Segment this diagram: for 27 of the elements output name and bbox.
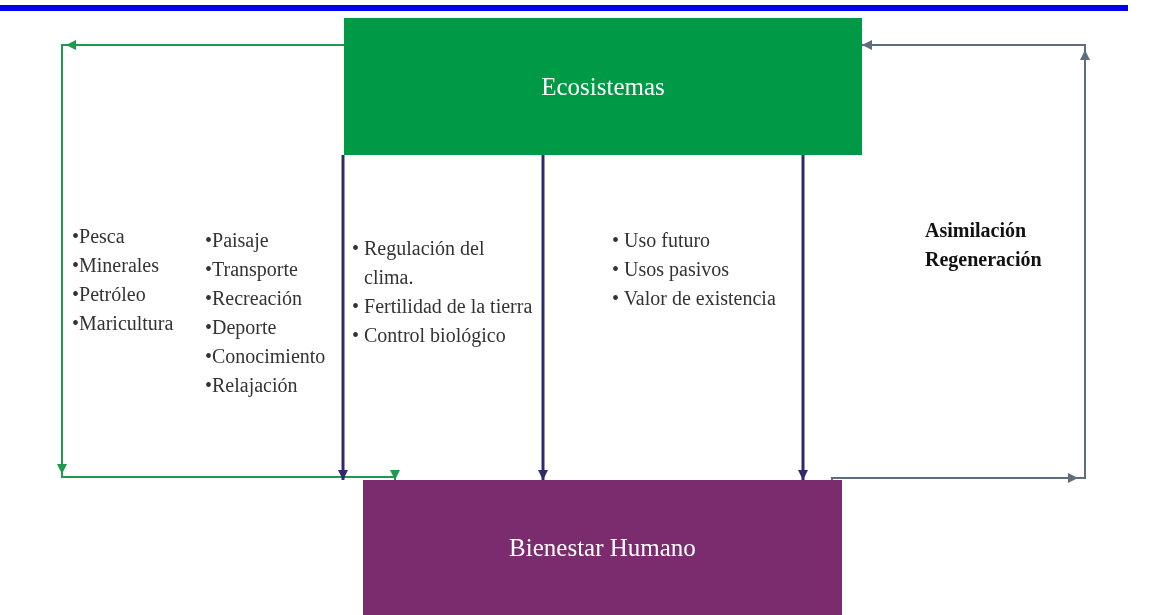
box-title: Ecosistemas [541, 71, 665, 102]
list-item: •Conocimiento [205, 344, 327, 369]
process-box [363, 480, 842, 615]
list-item: •Petróleo [72, 282, 147, 307]
arrow [338, 155, 348, 480]
list-item: •Transporte [205, 257, 299, 283]
flow-label: Asimilación [925, 218, 1028, 243]
list-item: • Fertilidad de la tierra [352, 294, 534, 319]
list-item: •Relajación [205, 373, 299, 399]
list-item: •Recreación [205, 286, 303, 311]
list-item: •Paisaje [205, 228, 270, 254]
list-item: •Pesca [72, 224, 126, 249]
flow-label: Regeneración [925, 247, 1043, 273]
list-item: • Usos pasivos [612, 257, 730, 283]
list-item: •Deporte [205, 315, 278, 341]
list-item: •Minerales [72, 253, 160, 278]
arrow [57, 40, 400, 481]
arrow [798, 155, 808, 480]
list-item: • Valor de existencia [612, 286, 777, 311]
process-box [344, 18, 862, 155]
arrow [831, 40, 1090, 483]
list-item: •Maricultura [72, 311, 175, 336]
list-item: • Uso futuro [612, 228, 712, 253]
box-title: Bienestar Humano [509, 532, 696, 563]
list-item: • Regulación del clima. [352, 236, 486, 290]
list-item: • Control biológico [352, 323, 507, 349]
arrow [538, 155, 548, 480]
